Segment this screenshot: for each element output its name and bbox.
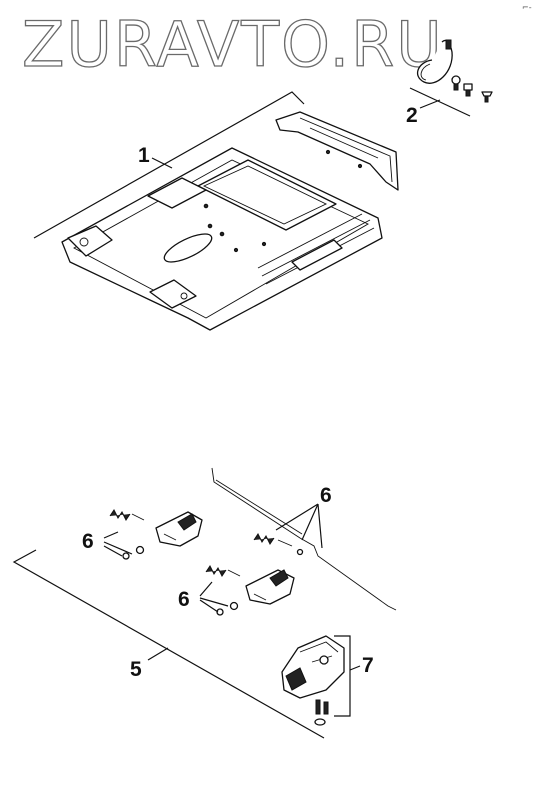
leader-6-middle bbox=[199, 581, 229, 613]
latch-upper-left bbox=[109, 509, 203, 560]
callout-6-upper-right: 6 bbox=[320, 484, 332, 507]
leader-7 bbox=[349, 665, 361, 671]
callout-7: 7 bbox=[362, 654, 374, 677]
leader-6-left bbox=[103, 531, 133, 557]
bracket-1 bbox=[33, 91, 305, 239]
bolt-a bbox=[451, 75, 461, 91]
fastener-kit bbox=[416, 39, 493, 103]
callout-6-middle: 6 bbox=[178, 588, 190, 611]
bolt-b bbox=[463, 83, 473, 97]
watermark-text: ZURAVTO.RU bbox=[22, 8, 444, 81]
callout-5: 5 bbox=[130, 658, 142, 681]
corner-mark: ⌐- bbox=[522, 3, 532, 12]
leader-5 bbox=[147, 647, 169, 661]
leader-2 bbox=[419, 99, 441, 109]
callout-2: 2 bbox=[406, 104, 418, 127]
bolt-c bbox=[481, 91, 493, 103]
rear-strip-panel bbox=[275, 111, 399, 191]
latch-housing bbox=[281, 635, 345, 726]
leader-6-upper-right bbox=[275, 503, 323, 549]
bracket-7 bbox=[334, 635, 351, 717]
leader-1 bbox=[151, 157, 173, 169]
release-rod bbox=[211, 467, 397, 611]
bracket-5 bbox=[12, 549, 325, 739]
bracket-2 bbox=[409, 87, 471, 117]
callout-1: 1 bbox=[138, 144, 150, 167]
latch-middle bbox=[205, 565, 295, 616]
callout-6-left: 6 bbox=[82, 530, 94, 553]
floor-panel bbox=[61, 147, 383, 331]
spring-upper-right bbox=[253, 533, 304, 556]
